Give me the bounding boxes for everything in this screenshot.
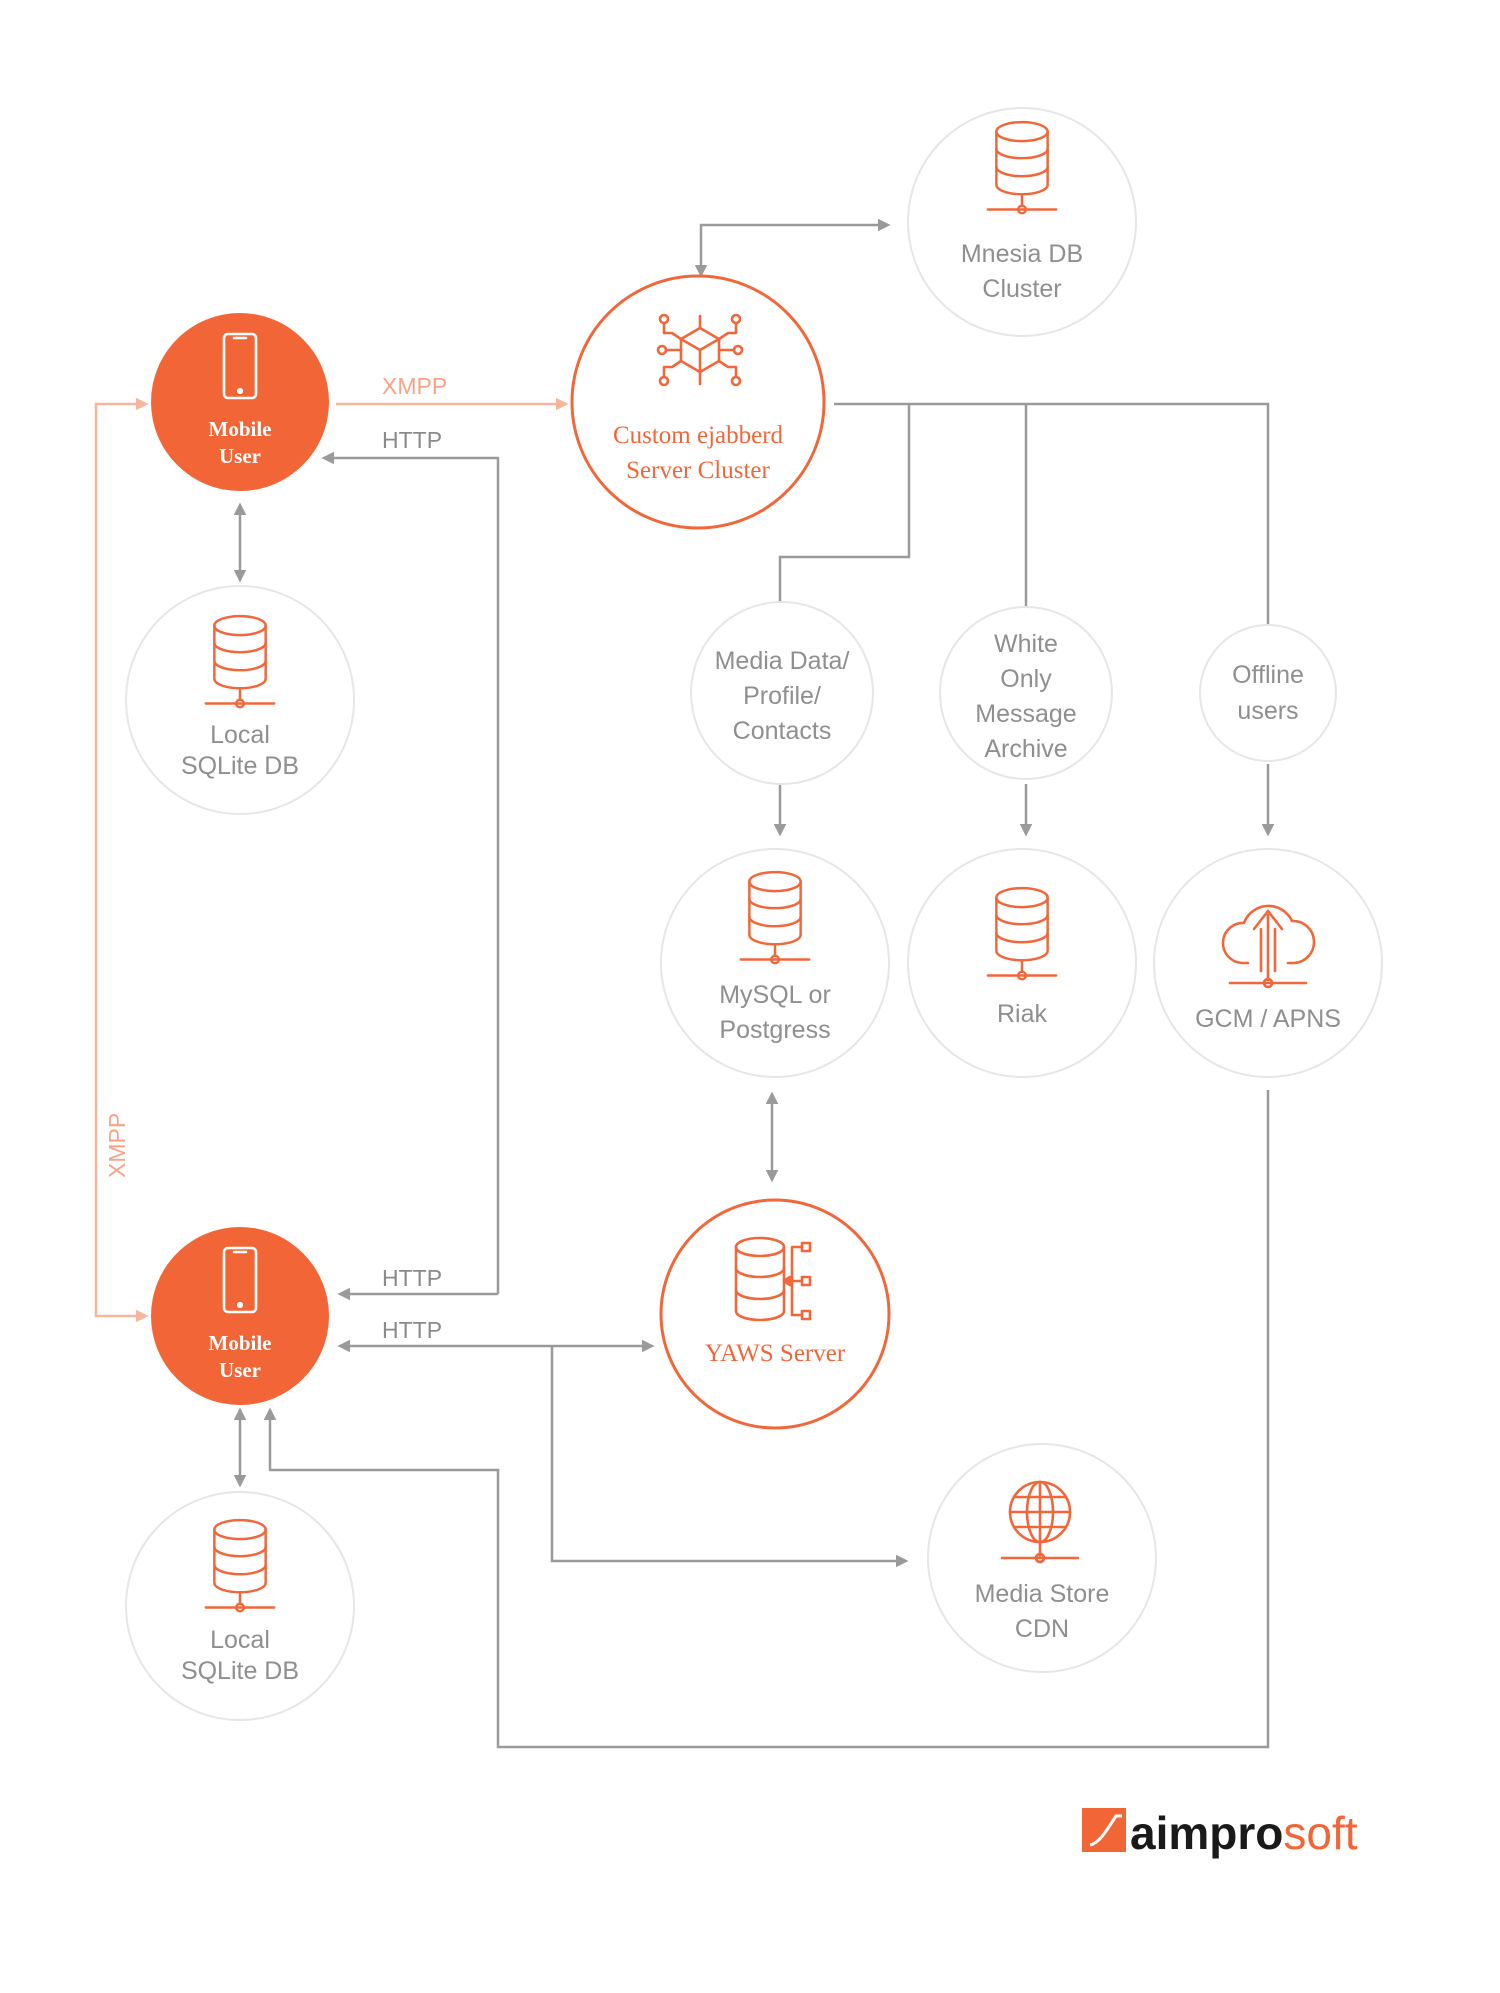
node-ejabberd: Custom ejabberd Server Cluster [570, 274, 826, 530]
globe-icon [1000, 1480, 1080, 1564]
yaws-label: YAWS Server [705, 1340, 846, 1367]
offline-label-1: Offline [1232, 661, 1304, 689]
logo-mark-icon [1082, 1808, 1126, 1852]
label-xmpp-top: XMPP [382, 373, 447, 399]
node-gcm-apns: GCM / APNS [1153, 848, 1383, 1078]
node-media-data-filter: Media Data/ Profile/ Contacts [690, 601, 874, 785]
node-mnesia: Mnesia DB Cluster [907, 107, 1137, 337]
edge-ejabberd-mnesia [694, 218, 891, 278]
cloud-upload-icon [1221, 904, 1316, 989]
edge-gcm-push [263, 1090, 1270, 1749]
edge-ejabberd-bus [834, 402, 1270, 628]
label-http-bottom-2: HTTP [382, 1317, 442, 1343]
mnesia-label-2: Cluster [982, 275, 1061, 303]
cdn-label-2: CDN [1015, 1615, 1069, 1643]
riak-label: Riak [997, 1000, 1048, 1028]
gcm-label: GCM / APNS [1195, 1005, 1341, 1033]
label-http-top: HTTP [382, 427, 442, 453]
node-mobile-user-top: Mobile User [151, 313, 329, 491]
mysql-label-1: MySQL or [719, 981, 831, 1009]
sqlite-top-label-1: Local [210, 721, 270, 749]
smartphone-icon [222, 332, 258, 400]
mobile-top-label-2: User [219, 444, 261, 468]
node-white-only-filter: White Only Message Archive [939, 606, 1113, 780]
mysql-label-2: Postgress [719, 1016, 830, 1044]
media-data-label-2: Profile/ [743, 682, 821, 710]
white-only-label-4: Archive [984, 735, 1067, 763]
label-xmpp-vertical: XMPP [104, 1113, 130, 1178]
node-riak: Riak [907, 848, 1137, 1078]
edge-bus-media [778, 404, 911, 609]
node-mysql: MySQL or Postgress [660, 848, 890, 1078]
media-data-label-3: Contacts [733, 717, 832, 745]
node-media-store-cdn: Media Store CDN [927, 1443, 1157, 1673]
white-only-label-1: White [994, 630, 1058, 658]
label-http-bottom-1: HTTP [382, 1265, 442, 1291]
server-icon [734, 1236, 812, 1322]
ejabberd-label-2: Server Cluster [626, 457, 770, 484]
logo-part-1: aimpro [1130, 1807, 1283, 1859]
edge-to-cdn [550, 1346, 909, 1568]
white-only-label-2: Only [1000, 665, 1052, 693]
node-mobile-user-bottom: Mobile User [151, 1227, 329, 1405]
edge-labels: XMPP HTTP XMPP HTTP HTTP [104, 373, 447, 1343]
aimprosoft-logo: aimprosoft [1082, 1807, 1358, 1859]
offline-label-2: users [1237, 697, 1298, 725]
node-yaws-server: YAWS Server [659, 1198, 891, 1430]
cdn-label-1: Media Store [975, 1580, 1110, 1608]
mobile-top-label-1: Mobile [209, 417, 272, 441]
node-offline-users-filter: Offline users [1199, 624, 1337, 762]
network-cube-icon [656, 313, 744, 387]
node-local-sqlite-top: Local SQLite DB [125, 585, 355, 815]
edges [94, 218, 1275, 1749]
mnesia-label-1: Mnesia DB [961, 240, 1083, 268]
mobile-bottom-label-2: User [219, 1358, 261, 1382]
mobile-bottom-label-1: Mobile [209, 1331, 272, 1355]
sqlite-top-label-2: SQLite DB [181, 752, 299, 780]
smartphone-icon [222, 1246, 258, 1314]
sqlite-bottom-label-2: SQLite DB [181, 1657, 299, 1685]
sqlite-bottom-label-1: Local [210, 1626, 270, 1654]
white-only-label-3: Message [975, 700, 1076, 728]
ejabberd-label-1: Custom ejabberd [613, 422, 784, 449]
logo-wordmark: aimprosoft [1130, 1807, 1358, 1859]
edge-http-top [321, 451, 500, 1294]
edge-xmpp-vertical [94, 397, 149, 1323]
logo-part-2: soft [1283, 1807, 1357, 1859]
media-data-label-1: Media Data/ [715, 647, 850, 675]
node-local-sqlite-bottom: Local SQLite DB [125, 1491, 355, 1721]
